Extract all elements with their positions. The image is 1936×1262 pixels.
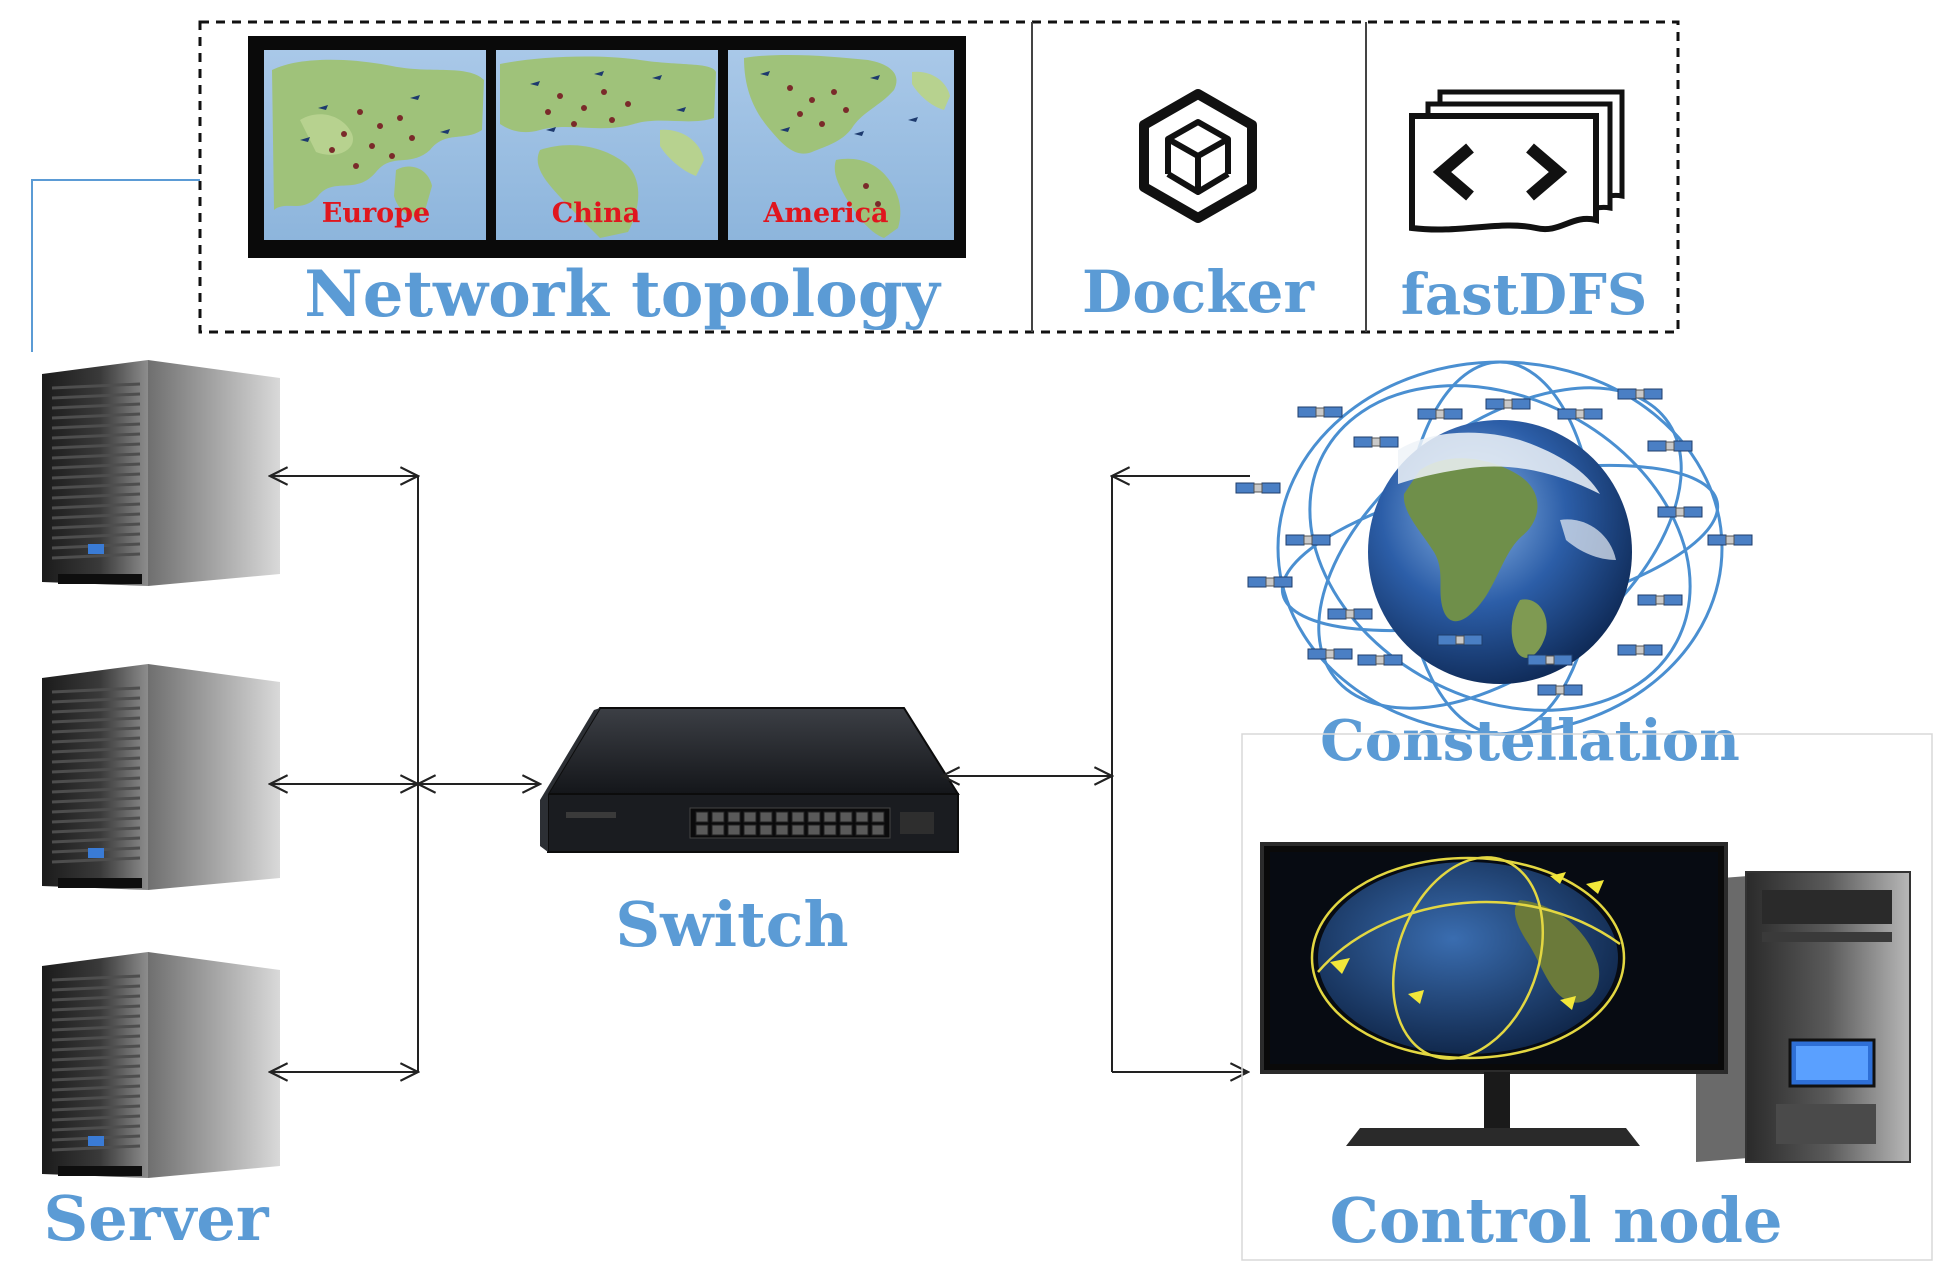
satellite-icon [1617,388,1663,400]
satellite-icon [1297,406,1343,418]
control-node-label: Control node [1330,1184,1783,1257]
tower-server-icon [42,360,280,586]
map-strip: Europe China [248,36,966,258]
satellite-icon [1437,634,1483,646]
satellite-icon [1307,648,1353,660]
switch-label: Switch [615,888,848,961]
control-node-frame [1241,733,1933,1261]
satellite-icon [1357,654,1403,666]
cube-icon [1139,89,1257,223]
fastdfs-label: fastDFS [1401,262,1648,328]
satellite-icon [1417,408,1463,420]
region-label-europe: Europe [322,198,431,229]
satellite-icon [1235,482,1281,494]
satellite-icon [1657,506,1703,518]
satellite-icon [1353,436,1399,448]
network-switch-icon [540,707,960,853]
satellite-icon [1707,534,1753,546]
tower-server-icon [42,952,280,1178]
map-panel-europe: Europe [264,50,486,240]
satellite-icon [1485,398,1531,410]
satellite-icon [1527,654,1573,666]
region-label-america: America [762,198,888,229]
top-panel-border [198,20,1680,334]
satellite-icon [1537,684,1583,696]
satellite-icon [1327,608,1373,620]
map-panel-america: America [728,50,954,240]
region-label-china: China [552,198,641,229]
top-panel: Europe China [198,20,1680,334]
satellite-icon [1637,594,1683,606]
satellite-icon [1647,440,1693,452]
server-stack [42,360,280,1178]
left-bus [270,476,540,1072]
network-topology-label: Network topology [304,257,941,332]
satellite-icon [1285,534,1331,546]
server-label: Server [43,1182,269,1255]
satellite-icon [1617,644,1663,656]
map-panel-china: China [496,50,718,240]
desktop-computer-icon [1260,842,1911,1163]
satellite-icon [1247,576,1293,588]
code-files-icon [1409,89,1625,233]
constellation-label: Constellation [1320,708,1740,774]
docker-label: Docker [1082,258,1315,326]
tower-server-icon [42,664,280,890]
panel-to-server-connector [31,179,200,352]
satellite-globe-icon [1235,360,1753,736]
satellite-icon [1557,408,1603,420]
right-bus [942,476,1250,1072]
